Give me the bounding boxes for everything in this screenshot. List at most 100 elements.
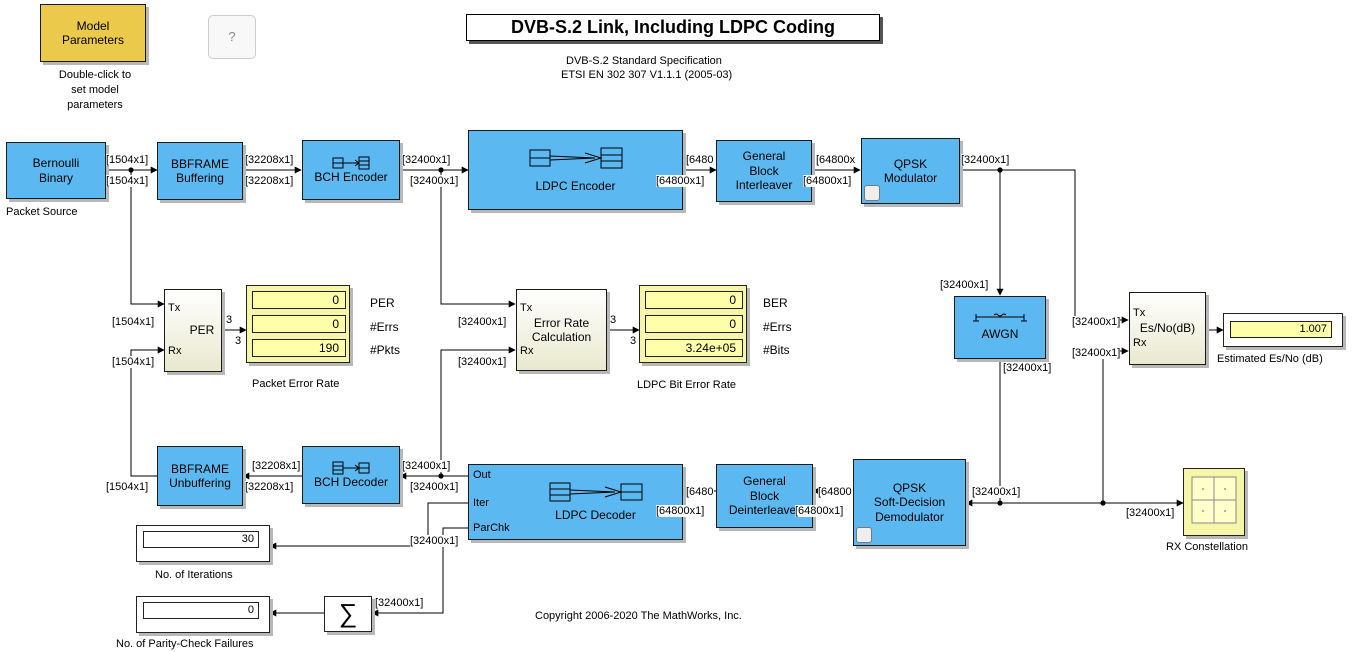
iterations-display[interactable]: 30 [136,525,270,562]
awgn-label: AWGN [981,327,1019,342]
wire-ldpcout-err [440,346,516,476]
esno-display[interactable]: 1.007 [1223,313,1343,347]
bbframe-buffering-block[interactable]: BBFRAME Buffering [157,142,243,200]
sum-block[interactable]: ∑ [324,596,372,632]
per-value: 0 [252,291,346,309]
size-label: [32400x1] [458,356,507,368]
per-caption: Packet Error Rate [252,378,340,390]
model-parameters-button[interactable]: Model Parameters [40,4,146,62]
sigma-icon: ∑ [338,598,358,628]
size-label: [6480 [686,486,714,498]
rx-constellation-scope[interactable] [1183,468,1245,536]
per-errs-value: 0 [252,315,346,333]
ldpc-decoder-icon [549,482,642,502]
wire-bbf-per [130,346,165,477]
ldpc-decoder-block[interactable]: LDPC Decoder Out Iter ParChk [468,464,683,540]
error-rate-calculation-block[interactable]: Error Rate Calculation Tx Rx [516,289,607,371]
ber-bits-label: #Bits [763,343,790,357]
size-label: [32208x1] [245,481,294,493]
size-label: [1504x1] [112,316,155,328]
size-label: [32400x1] [410,175,459,187]
wire-bch-err [440,170,516,308]
help-icon: ? [228,29,236,44]
ldpc-iter-port: Iter [473,497,489,509]
size-label: [32400x1] [1072,316,1121,328]
bch-decoder-label: BCH Decoder [313,474,389,489]
per-block-label: PER [189,323,215,338]
size-label: [32400x1] [972,486,1021,498]
parity-failures-display[interactable]: 0 [136,596,270,633]
size-label: 3 [630,335,637,347]
size-label: [32208x1] [252,460,301,472]
bbframe-unbuffering-block[interactable]: BBFRAME Unbuffering [157,446,243,506]
size-label: [32208x1] [245,154,294,166]
qpsk-demodulator-block[interactable]: QPSK Soft-Decision Demodulator [853,459,966,546]
packet-error-rate-block[interactable]: PER Tx Rx [164,289,222,372]
ber-errs-label: #Errs [763,320,792,334]
bch-decoder-block[interactable]: BCH Decoder [302,446,400,504]
encoder-icon [332,156,370,170]
packet-source-caption: Packet Source [6,206,78,218]
ldpc-out-port: Out [473,469,491,481]
size-label: [1504x1] [112,356,155,368]
spec-line-1: DVB-S.2 Standard Specification [566,55,722,67]
size-label: [32400x1] [410,481,459,493]
err-rx-port: Rx [520,345,534,357]
parity-caption: No. of Parity-Check Failures [116,638,254,650]
size-label: [32400x1] [1003,362,1052,374]
ldpc-encoder-icon [529,147,622,169]
ber-label: BER [763,296,788,310]
awgn-channel-block[interactable]: AWGN [954,296,1046,359]
size-label: 3 [226,314,233,326]
per-tx-port: Tx [168,302,181,314]
bbframe-unbuffering-label: BBFRAME Unbuffering [169,461,231,490]
esno-label: Es/No(dB) [1139,321,1196,336]
page-title-text: DVB-S.2 Link, Including LDPC Coding [511,17,835,37]
size-label: [32400x1] [961,154,1010,166]
esno-estimator-block[interactable]: Es/No(dB) Tx Rx [1129,292,1206,365]
size-label: [32400x1] [410,535,459,547]
size-label: 3 [235,335,242,347]
iterations-value: 30 [143,531,259,548]
per-display[interactable]: 0 0 190 [246,285,350,363]
qpsk-modulator-label: QPSK Modulator [883,156,938,185]
size-label: [1504x1] [106,481,149,493]
ldpc-encoder-block[interactable]: LDPC Encoder [468,130,683,210]
per-errs-label: #Errs [370,320,399,334]
per-pkts-value: 190 [252,339,346,357]
ldpc-parchk-port: ParChk [473,522,510,534]
bch-encoder-label: BCH Encoder [314,169,388,184]
esno-caption: Estimated Es/No (dB) [1217,353,1323,365]
constellation-caption: RX Constellation [1166,541,1248,553]
error-rate-label: Error Rate Calculation [531,315,592,344]
size-label: [64800x1] [656,175,705,187]
page-title: DVB-S.2 Link, Including LDPC Coding [466,14,880,41]
wire-src-per [130,170,165,308]
size-label: [6480 [686,154,714,166]
constellation-icon [1191,476,1237,524]
ber-caption: LDPC Bit Error Rate [637,379,737,391]
ber-display[interactable]: 0 0 3.24e+05 [639,285,747,363]
qpsk-modulator-block[interactable]: QPSK Modulator [861,138,960,204]
copyright: Copyright 2006-2020 The MathWorks, Inc. [535,610,742,622]
block-interleaver-block[interactable]: General Block Interleaver [716,140,812,202]
deinterleaver-label: General Block Deinterleaver [728,474,801,518]
size-label: [32208x1] [245,175,294,187]
qpsk-demodulator-label: QPSK Soft-Decision Demodulator [873,480,946,524]
ldpc-encoder-label: LDPC Encoder [535,178,616,193]
size-label: [64800x1] [803,175,852,187]
size-label: [32400x1] [940,279,989,291]
size-label: [32400x1] [402,154,451,166]
bernoulli-label: Bernoulli Binary [32,156,80,185]
interleaver-label: General Block Interleaver [735,149,793,193]
link-icon [856,527,872,543]
model-parameters-label: Model Parameters [61,18,125,47]
parity-failures-value: 0 [143,602,259,619]
bernoulli-binary-block[interactable]: Bernoulli Binary [6,142,106,199]
block-deinterleaver-block[interactable]: General Block Deinterleaver [716,464,813,528]
bch-encoder-block[interactable]: BCH Encoder [302,140,400,200]
size-label: 3 [610,314,617,326]
spec-line-2: ETSI EN 302 307 V1.1.1 (2005-03) [561,69,733,81]
help-button[interactable]: ? [208,15,256,59]
